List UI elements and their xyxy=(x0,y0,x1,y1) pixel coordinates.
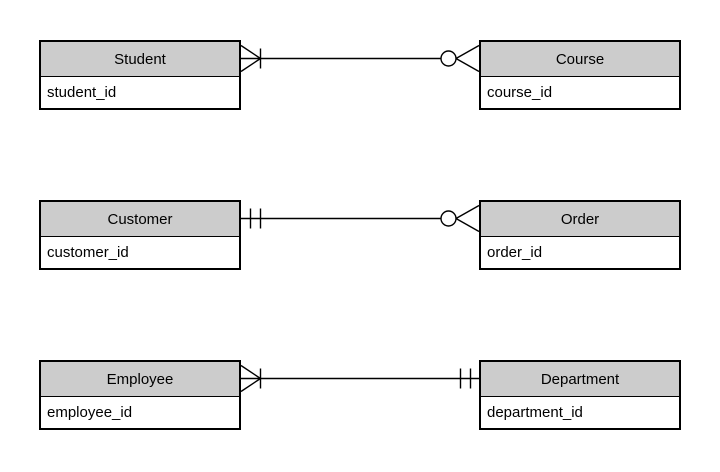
entity-header: Customer xyxy=(41,202,239,237)
entity-attribute: employee_id xyxy=(47,404,133,421)
entity-body: employee_id xyxy=(41,397,239,428)
entity-body: customer_id xyxy=(41,237,239,268)
entity-name: Department xyxy=(540,370,620,388)
entity-body: order_id xyxy=(481,237,679,268)
one-or-many-icon xyxy=(240,364,262,393)
entity-body: department_id xyxy=(481,397,679,428)
entity-header: Course xyxy=(481,42,679,77)
one-and-only-one-icon xyxy=(459,368,472,389)
entity-name: Order xyxy=(560,210,600,228)
entity-name: Course xyxy=(555,50,605,68)
entity-body: course_id xyxy=(481,77,679,108)
entity-attribute: course_id xyxy=(487,84,553,101)
entity-header: Order xyxy=(481,202,679,237)
entity-body: student_id xyxy=(41,77,239,108)
entity-employee[interactable]: Employee employee_id xyxy=(39,360,241,430)
relationship-student-course[interactable] xyxy=(240,44,480,73)
entity-customer[interactable]: Customer customer_id xyxy=(39,200,241,270)
one-and-only-one-icon xyxy=(249,208,262,229)
entity-attribute: student_id xyxy=(47,84,117,101)
entity-header: Department xyxy=(481,362,679,397)
entity-attribute: department_id xyxy=(487,404,583,421)
relationship-customer-order[interactable] xyxy=(241,204,480,233)
entity-attribute: customer_id xyxy=(47,244,129,261)
entity-name: Customer xyxy=(107,210,173,228)
relationship-employee-department[interactable] xyxy=(240,364,479,393)
entity-header: Employee xyxy=(41,362,239,397)
entity-attribute: order_id xyxy=(487,244,543,261)
one-or-many-icon xyxy=(240,44,262,73)
entity-department[interactable]: Department department_id xyxy=(479,360,681,430)
entity-header: Student xyxy=(41,42,239,77)
entity-name: Student xyxy=(114,50,166,68)
entity-order[interactable]: Order order_id xyxy=(479,200,681,270)
entity-student[interactable]: Student student_id xyxy=(39,40,241,110)
zero-or-many-icon xyxy=(440,44,480,73)
entity-course[interactable]: Course course_id xyxy=(479,40,681,110)
entity-name: Employee xyxy=(106,370,174,388)
zero-or-many-icon xyxy=(440,204,480,233)
